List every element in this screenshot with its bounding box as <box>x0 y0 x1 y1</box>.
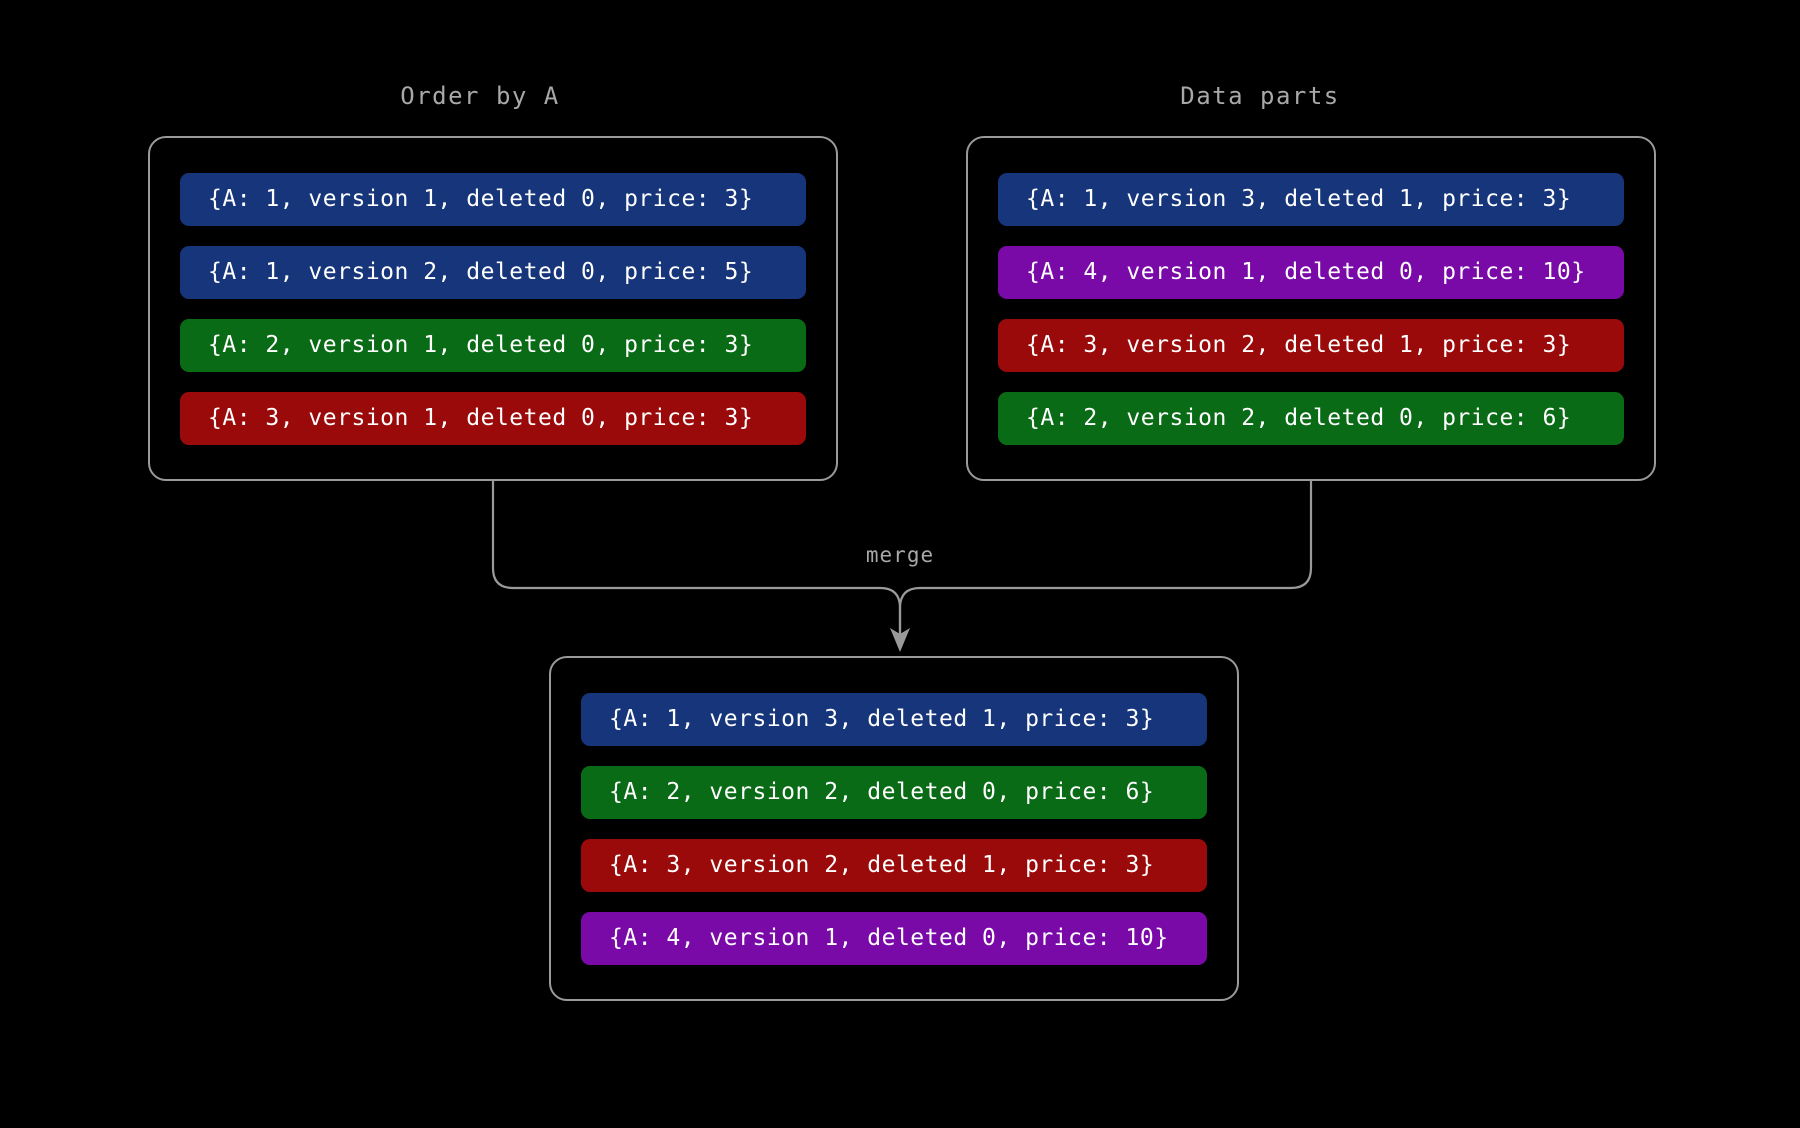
merge-label: merge <box>865 543 935 567</box>
row-list-data-parts: {A: 1, version 3, deleted 1, price: 3} {… <box>968 138 1654 479</box>
record-row: {A: 1, version 1, deleted 0, price: 3} <box>180 172 806 226</box>
panel-merged-result: {A: 1, version 3, deleted 1, price: 3} {… <box>549 656 1239 1001</box>
row-list-order-by-a: {A: 1, version 1, deleted 0, price: 3} {… <box>150 138 836 479</box>
record-row: {A: 3, version 2, deleted 1, price: 3} <box>581 838 1207 892</box>
record-row: {A: 2, version 1, deleted 0, price: 3} <box>180 318 806 372</box>
record-row: {A: 3, version 1, deleted 0, price: 3} <box>180 391 806 445</box>
record-row: {A: 1, version 3, deleted 1, price: 3} <box>998 172 1624 226</box>
panel-order-by-a: {A: 1, version 1, deleted 0, price: 3} {… <box>148 136 838 481</box>
record-row: {A: 4, version 1, deleted 0, price: 10} <box>998 245 1624 299</box>
record-row: {A: 3, version 2, deleted 1, price: 3} <box>998 318 1624 372</box>
panel-title-order-by-a: Order by A <box>400 82 560 110</box>
record-row: {A: 1, version 3, deleted 1, price: 3} <box>581 692 1207 746</box>
record-row: {A: 2, version 2, deleted 0, price: 6} <box>581 765 1207 819</box>
record-row: {A: 1, version 2, deleted 0, price: 5} <box>180 245 806 299</box>
row-list-merged-result: {A: 1, version 3, deleted 1, price: 3} {… <box>551 658 1237 999</box>
record-row: {A: 2, version 2, deleted 0, price: 6} <box>998 391 1624 445</box>
panel-data-parts: {A: 1, version 3, deleted 1, price: 3} {… <box>966 136 1656 481</box>
panel-title-data-parts: Data parts <box>1180 82 1340 110</box>
record-row: {A: 4, version 1, deleted 0, price: 10} <box>581 911 1207 965</box>
